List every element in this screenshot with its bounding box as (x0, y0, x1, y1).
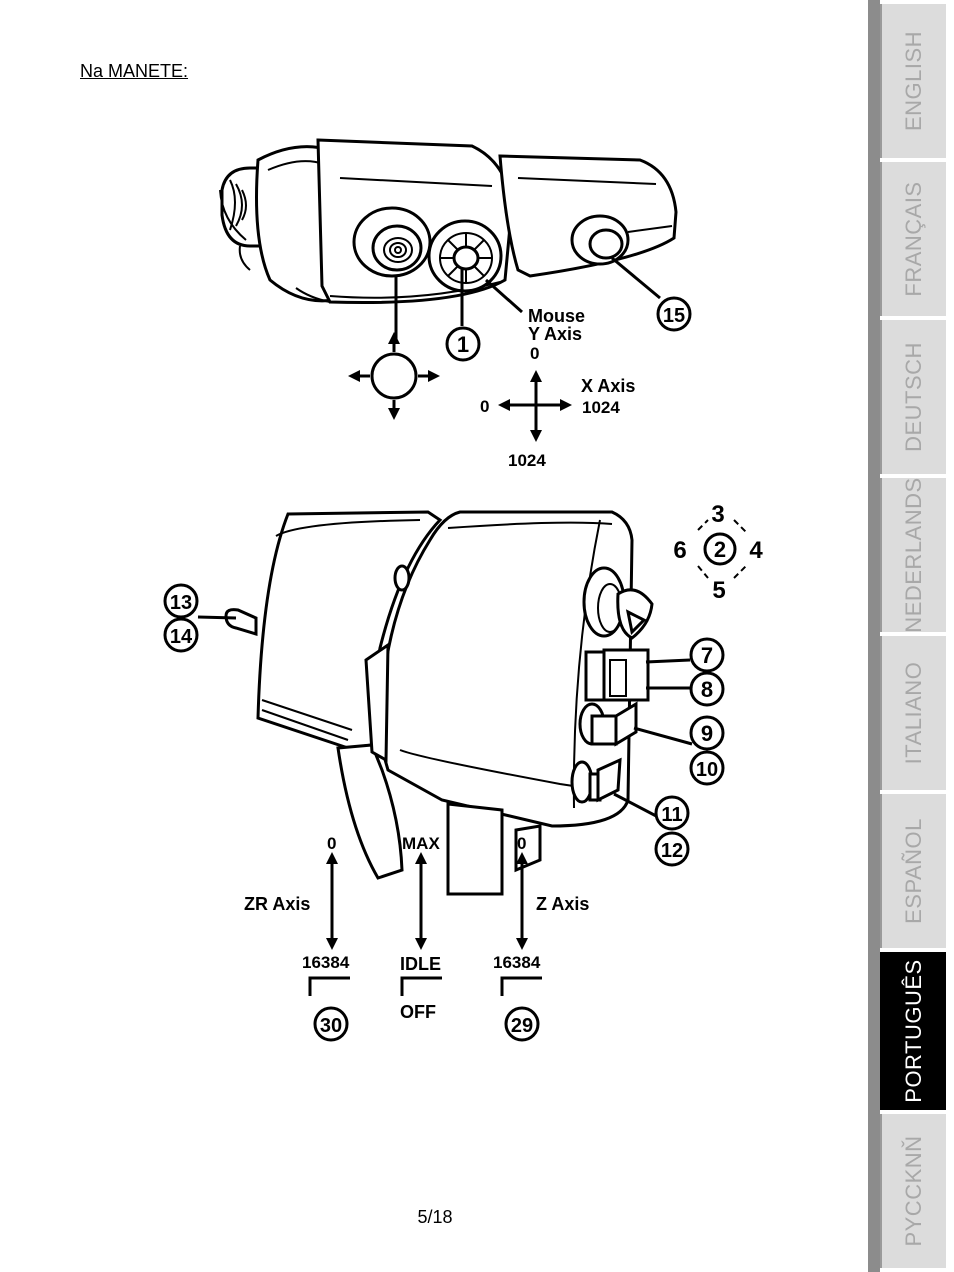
leader-mouse (485, 278, 523, 314)
mouse-x-right: 1024 (582, 398, 620, 417)
svg-text:13: 13 (170, 592, 192, 614)
callout-3: 3 (711, 501, 724, 528)
callout-2: 2 (714, 537, 726, 562)
tab-portugues[interactable]: PORTUGUÊS (880, 952, 946, 1110)
idle-bottom: IDLE (400, 954, 441, 974)
svg-text:14: 14 (170, 626, 193, 648)
tab-deutsch[interactable]: DEUTSCH (880, 320, 946, 474)
z-bottom: 16384 (493, 953, 541, 972)
callout-14: 14 (163, 617, 199, 653)
callout-5: 5 (712, 577, 725, 604)
svg-text:1: 1 (457, 332, 469, 357)
callout-7: 7 (689, 637, 725, 673)
callout-29: 29 (504, 1006, 540, 1042)
mouse-x-left: 0 (480, 397, 489, 416)
svg-text:10: 10 (696, 759, 718, 781)
callout-6: 6 (673, 537, 686, 564)
svg-text:11: 11 (661, 804, 682, 826)
mouse-axis-title-1: Mouse (528, 306, 585, 326)
callout-13: 13 (163, 583, 199, 619)
throttle-axes-diagram: 0 ZR Axis 16384 MAX IDLE OFF 0 Z Axis 16… (244, 834, 589, 1022)
leader-13-14 (197, 615, 237, 620)
mouse-y-top: 0 (530, 344, 539, 363)
callout-15: 15 (656, 296, 692, 332)
tab-russian[interactable]: PYCCKNŇ (880, 1114, 946, 1268)
tab-italiano[interactable]: ITALIANO (880, 636, 946, 790)
tab-english[interactable]: ENGLISH (880, 4, 946, 158)
leader-11-12 (613, 792, 661, 820)
four-way-direction-icon (348, 332, 440, 420)
mouse-axis-diagram: Mouse Y Axis 0 X Axis 0 1024 1024 (480, 306, 635, 470)
leader-7 (645, 658, 691, 664)
callout-4: 4 (749, 537, 763, 564)
page-number: 5/18 (417, 1207, 453, 1227)
callout-1: 1 (445, 326, 481, 362)
z-top: 0 (517, 834, 526, 853)
mouse-y-bottom: 1024 (508, 451, 546, 470)
zr-label: ZR Axis (244, 894, 310, 914)
svg-text:15: 15 (663, 305, 685, 327)
throttle-side-view (224, 510, 654, 896)
callout-12: 12 (654, 831, 690, 867)
tab-espanol[interactable]: ESPAÑOL (880, 794, 946, 948)
callout-10: 10 (689, 750, 725, 786)
svg-text:9: 9 (701, 721, 713, 746)
tab-francais[interactable]: FRANÇAIS (880, 162, 946, 316)
callout-8: 8 (689, 671, 725, 707)
z-label: Z Axis (536, 894, 589, 914)
mouse-x-label: X Axis (581, 376, 635, 396)
zr-top: 0 (327, 834, 336, 853)
leader-15 (611, 256, 661, 300)
section-title: Na MANETE: (80, 61, 189, 81)
callout-9: 9 (689, 715, 725, 751)
mouse-axis-title-2: Y Axis (528, 324, 582, 344)
leader-9-10 (633, 726, 693, 746)
callout-30: 30 (313, 1006, 349, 1042)
svg-text:7: 7 (701, 643, 713, 668)
throttle-top-view (219, 138, 678, 305)
callout-11: 11 (654, 795, 690, 831)
tab-nederlands[interactable]: NEDERLANDS (880, 477, 946, 633)
throttle-diagram: 1 15 Mouse Y Axis 0 X Axis 0 1024 1024 (163, 138, 763, 1042)
svg-text:12: 12 (661, 840, 683, 862)
svg-text:30: 30 (320, 1015, 342, 1037)
zr-bottom: 16384 (302, 953, 350, 972)
svg-text:29: 29 (511, 1015, 533, 1037)
svg-text:8: 8 (701, 677, 713, 702)
language-tabs: ENGLISH FRANÇAIS DEUTSCH NEDERLANDS ITAL… (868, 0, 954, 1272)
hat-direction-diagram: 2 3 4 5 6 (673, 501, 763, 604)
idle-off: OFF (400, 1002, 436, 1022)
idle-top: MAX (402, 834, 440, 853)
